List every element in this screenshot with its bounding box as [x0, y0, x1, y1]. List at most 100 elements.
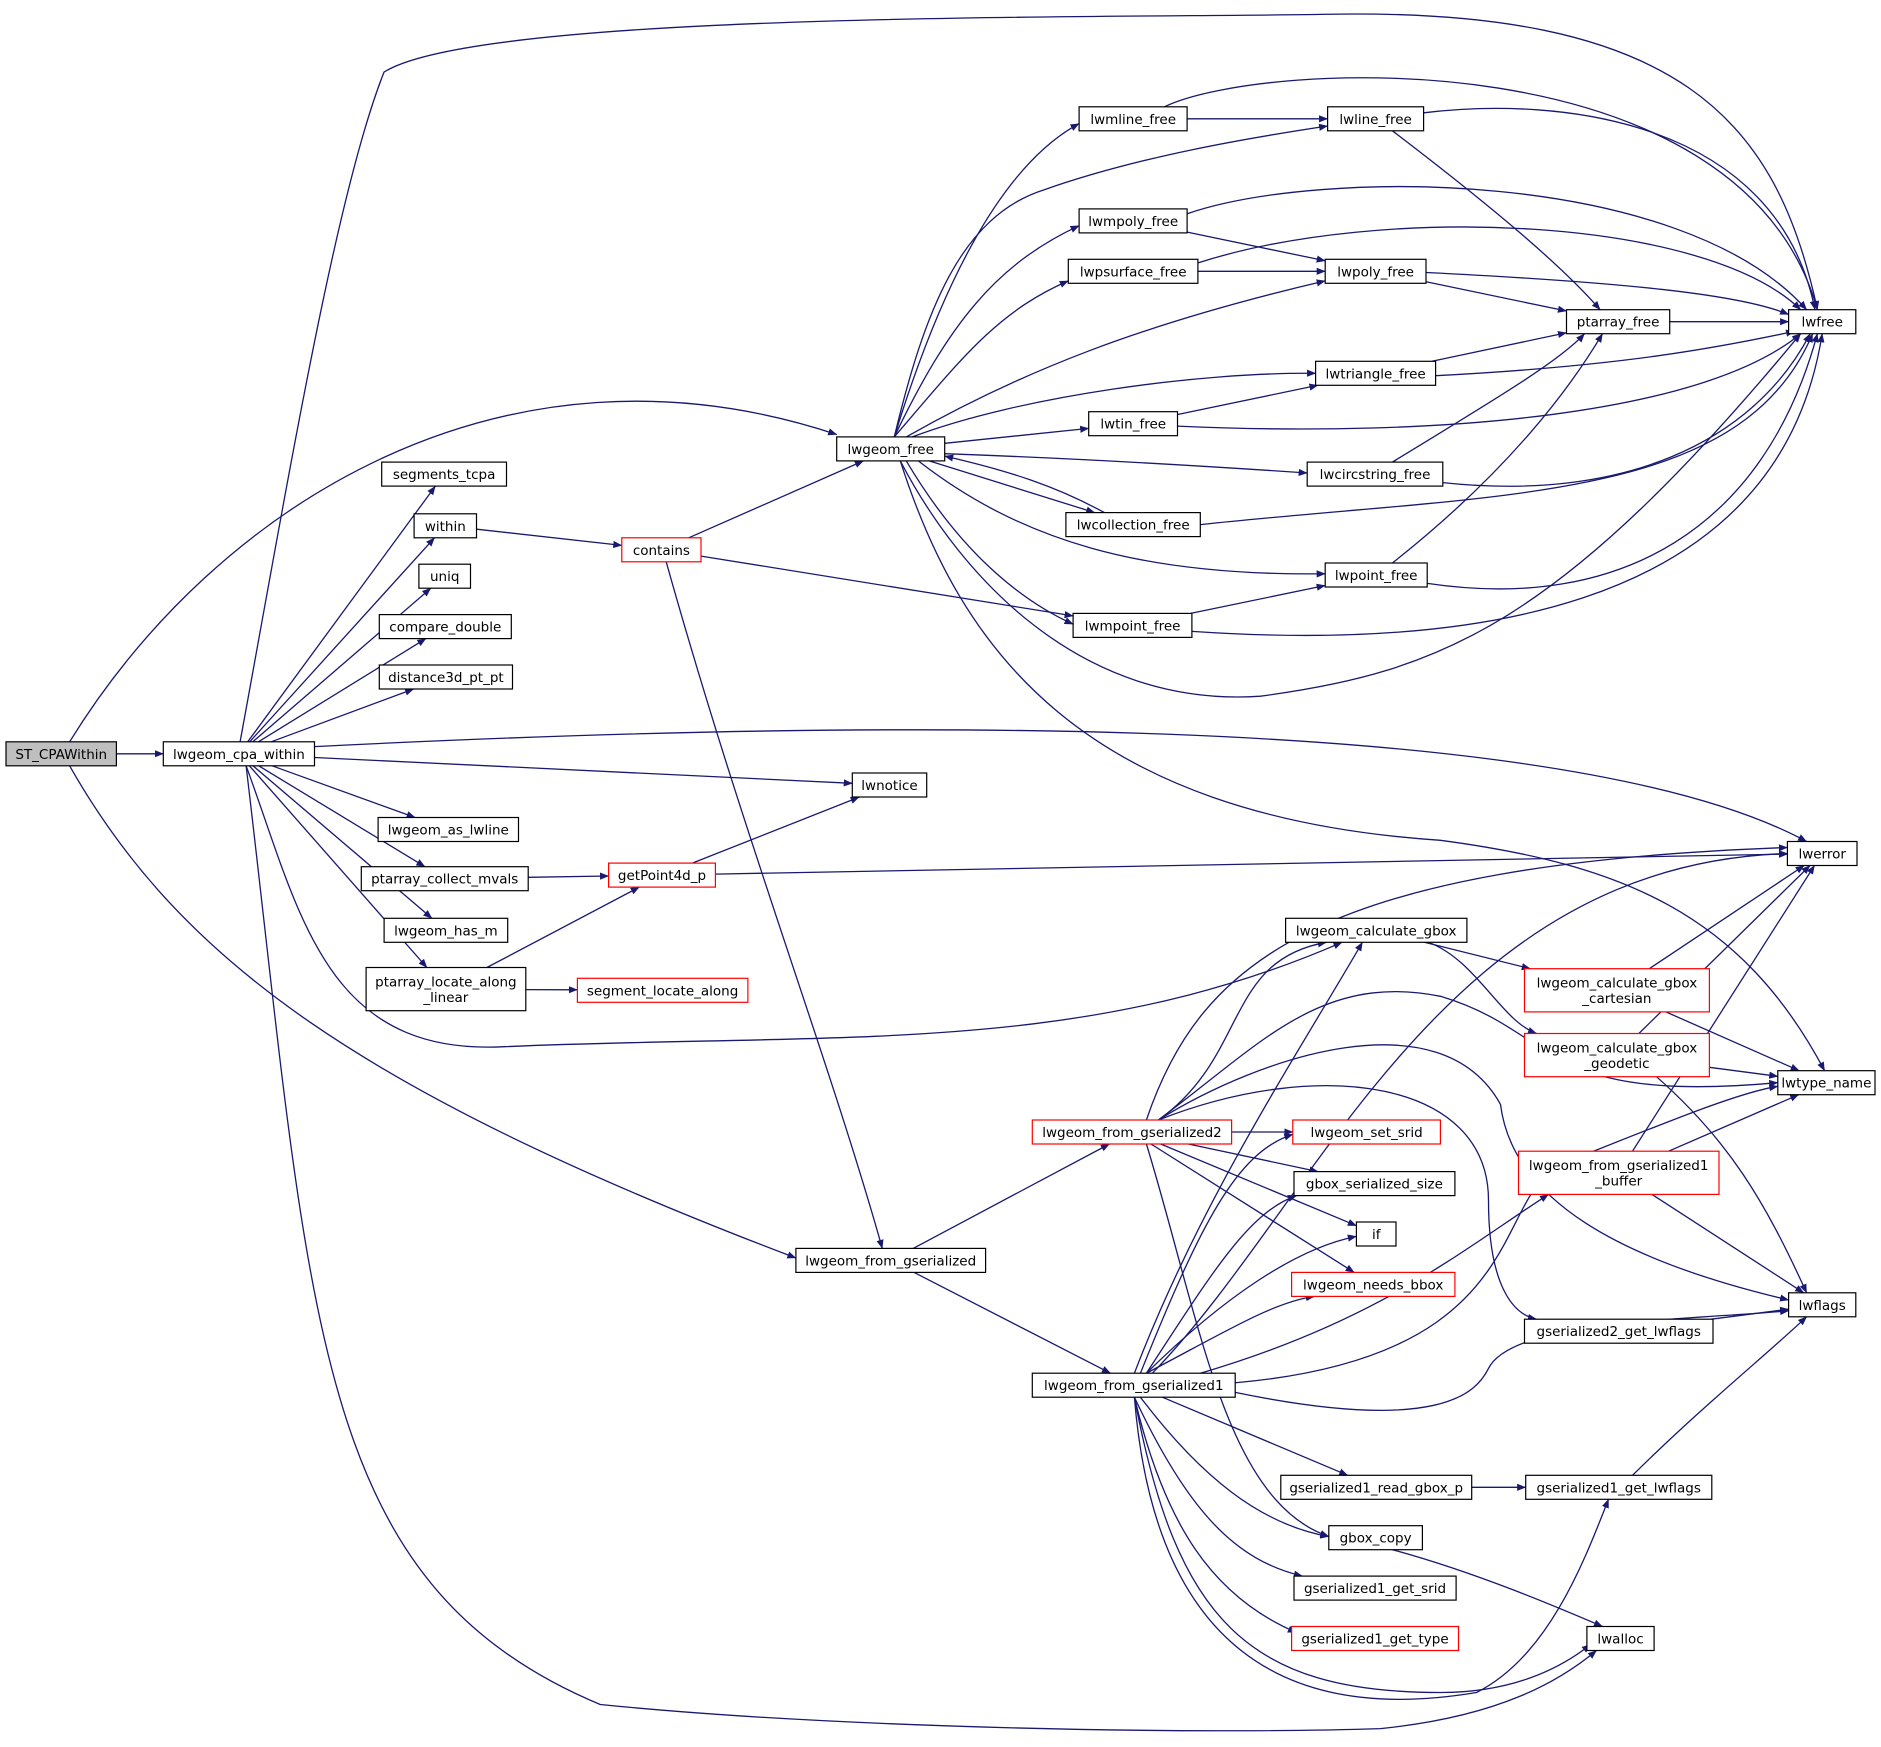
node-label: lwgeom_needs_bbox — [1303, 1277, 1443, 1293]
node-lwgeom-set-srid[interactable]: lwgeom_set_srid — [1292, 1119, 1442, 1145]
node-lwalloc[interactable]: lwalloc — [1586, 1625, 1655, 1652]
node-label: lwline_free — [1339, 112, 1412, 128]
node-lwmpoly-free[interactable]: lwmpoly_free — [1078, 208, 1188, 234]
edge-lwgeom_calculate_gbox-to-lwgeom_calculate_gbox_geodetic — [1428, 941, 1537, 1035]
node-compare-double[interactable]: compare_double — [378, 613, 512, 640]
node-lwgeom-needs-bbox[interactable]: lwgeom_needs_bbox — [1290, 1271, 1456, 1298]
node-if[interactable]: if — [1355, 1221, 1397, 1247]
node-lwgeom-from-gserialized2[interactable]: lwgeom_from_gserialized2 — [1031, 1119, 1233, 1145]
node-box — [1088, 411, 1179, 437]
node-box — [1355, 1221, 1397, 1247]
edge-lwgeom_from_gserialized1-to-if — [1145, 1234, 1357, 1374]
node-lwpoint-free[interactable]: lwpoint_free — [1324, 562, 1428, 588]
node-ptarray-collect-mvals[interactable]: ptarray_collect_mvals — [360, 866, 529, 892]
node-gserialized1-get-type[interactable]: gserialized1_get_type — [1290, 1625, 1460, 1652]
node-gbox-serialized-size[interactable]: gbox_serialized_size — [1293, 1170, 1456, 1197]
node-label: lwtin_free — [1100, 417, 1166, 433]
node-lwmpoint-free[interactable]: lwmpoint_free — [1072, 612, 1193, 639]
node-lwtype-name[interactable]: lwtype_name — [1777, 1070, 1876, 1096]
node-lwpsurface-free[interactable]: lwpsurface_free — [1067, 258, 1199, 284]
edge-lwgeom_from_gserialized-to-lwgeom_from_gserialized2 — [912, 1143, 1110, 1249]
node-box — [1306, 461, 1444, 487]
node-contains[interactable]: contains — [621, 537, 702, 563]
edge-lwgeom_from_gserialized1_buffer-to-lwerror — [1631, 865, 1816, 1152]
node-ptarray-locate-along-linear[interactable]: ptarray_locate_along_linear — [365, 966, 527, 1012]
node-gbox-copy[interactable]: gbox_copy — [1328, 1525, 1424, 1551]
node-lwcollection-free[interactable]: lwcollection_free — [1065, 511, 1201, 538]
node-label: lwfree — [1801, 315, 1842, 331]
node-segment-locate-along[interactable]: segment_locate_along — [576, 977, 749, 1003]
node-getpoint4d-p[interactable]: getPoint4d_p — [607, 862, 716, 888]
node-lwgeom-free[interactable]: lwgeom_free — [836, 436, 946, 462]
edge-lwgeom_cpa_within-to-lwgeom_calculate_gbox — [245, 765, 1343, 1048]
node-lwgeom-calculate-gbox-geodetic[interactable]: lwgeom_calculate_gbox_geodetic — [1523, 1032, 1710, 1078]
node-label: gbox_serialized_size — [1306, 1177, 1443, 1193]
node-lwnotice[interactable]: lwnotice — [851, 772, 928, 798]
edge-layer — [69, 13, 1826, 1732]
edge-lwgeom_from_gserialized-to-lwgeom_from_gserialized1 — [913, 1271, 1111, 1374]
node-uniq[interactable]: uniq — [418, 563, 472, 589]
node-segments-tcpa[interactable]: segments_tcpa — [381, 461, 508, 487]
node-box — [1324, 258, 1427, 284]
node-box — [1328, 1525, 1424, 1551]
edge-lwgeom_calculate_gbox_cartesian-to-lwtype_name — [1665, 1011, 1800, 1072]
edge-lwgeom_from_gserialized2-to-if — [1160, 1143, 1357, 1227]
edge-lwgeom_free-to-lwmline_free — [893, 123, 1080, 438]
node-lwtriangle-free[interactable]: lwtriangle_free — [1314, 360, 1437, 386]
node-gserialized1-read-gbox-p[interactable]: gserialized1_read_gbox_p — [1280, 1474, 1473, 1500]
node-label: lwflags — [1799, 1298, 1846, 1314]
edge-lwtriangle_free-to-ptarray_free — [1431, 330, 1567, 362]
node-lwgeom-calculate-gbox-cartesian[interactable]: lwgeom_calculate_gbox_cartesian — [1523, 968, 1710, 1013]
edge-lwgeom_from_gserialized1-to-lwgeom_calculate_gbox — [1133, 941, 1363, 1374]
node-gserialized2-get-lwflags[interactable]: gserialized2_get_lwflags — [1523, 1318, 1714, 1344]
node-lwcircstring-free[interactable]: lwcircstring_free — [1306, 461, 1444, 487]
node-label: gserialized2_get_lwflags — [1537, 1324, 1701, 1340]
node-label: lwpoint_free — [1335, 568, 1418, 584]
edge-lwmpoly_free-to-lwpoly_free — [1187, 231, 1326, 263]
edge-lwgeom_cpa_within-to-lwalloc — [245, 765, 1597, 1732]
edge-lwgeom_free-to-lwfree — [899, 333, 1802, 698]
node-lwgeom-from-gserialized[interactable]: lwgeom_from_gserialized — [795, 1247, 987, 1274]
edge-lwgeom_from_gserialized1_buffer-to-lwflags — [1651, 1193, 1805, 1294]
edge-lwpsurface_free-to-lwfree — [1197, 226, 1802, 311]
node-box — [1031, 1119, 1233, 1145]
node-box — [360, 866, 529, 892]
node-lwgeom-from-gserialized1[interactable]: lwgeom_from_gserialized1 — [1031, 1372, 1236, 1398]
edge-getpoint4d_p-to-lwnotice — [692, 796, 860, 864]
node-distance3d-pt-pt[interactable]: distance3d_pt_pt — [378, 664, 514, 690]
node-lwmline-free[interactable]: lwmline_free — [1078, 106, 1188, 132]
node-lwgeom-as-lwline[interactable]: lwgeom_as_lwline — [377, 816, 520, 843]
node-lwgeom-cpa-within[interactable]: lwgeom_cpa_within — [162, 741, 316, 767]
edge-lwgeom_calculate_gbox_geodetic-to-lwflags — [1656, 1076, 1808, 1294]
node-label: gserialized1_get_lwflags — [1537, 1480, 1701, 1496]
node-lwerror[interactable]: lwerror — [1786, 840, 1858, 867]
node-label: distance3d_pt_pt — [388, 670, 504, 686]
edge-lwmpoly_free-to-lwfree — [1186, 186, 1808, 311]
edge-lwgeom_from_gserialized1-to-gbox_copy — [1139, 1396, 1330, 1539]
node-lwfree[interactable]: lwfree — [1787, 309, 1857, 335]
node-lwline-free[interactable]: lwline_free — [1326, 106, 1425, 132]
node-lwgeom-from-gserialized1-buffer[interactable]: lwgeom_from_gserialized1_buffer — [1517, 1150, 1720, 1195]
node-lwtin-free[interactable]: lwtin_free — [1088, 411, 1179, 437]
node-lwgeom-has-m[interactable]: lwgeom_has_m — [383, 917, 509, 943]
node-gserialized1-get-lwflags[interactable]: gserialized1_get_lwflags — [1525, 1474, 1713, 1500]
node-ptarray-free[interactable]: ptarray_free — [1565, 309, 1671, 335]
edge-lwgeom_from_gserialized1_buffer-to-lwtype_name — [1668, 1094, 1800, 1152]
node-label: lwgeom_has_m — [394, 923, 498, 939]
node-lwgeom-calculate-gbox[interactable]: lwgeom_calculate_gbox — [1284, 917, 1468, 943]
node-within[interactable]: within — [413, 513, 478, 539]
node-lwflags[interactable]: lwflags — [1787, 1292, 1857, 1318]
node-st-cpawithin[interactable]: ST_CPAWithin — [5, 741, 118, 767]
node-label: ptarray_locate_along — [375, 974, 516, 990]
edge-lwgeom_free-to-lwpsurface_free — [893, 280, 1069, 438]
node-label: lwgeom_cpa_within — [173, 747, 305, 763]
node-label: lwgeom_as_lwline — [388, 823, 509, 839]
node-lwpoly-free[interactable]: lwpoly_free — [1324, 258, 1427, 284]
node-box — [5, 741, 118, 767]
edge-lwmpoint_free-to-lwfree — [1191, 333, 1825, 637]
node-gserialized1-get-srid[interactable]: gserialized1_get_srid — [1293, 1575, 1457, 1601]
node-box — [836, 436, 946, 462]
edge-lwgeom_from_gserialized2-to-lwflags — [1158, 1044, 1790, 1302]
node-box — [378, 613, 512, 640]
